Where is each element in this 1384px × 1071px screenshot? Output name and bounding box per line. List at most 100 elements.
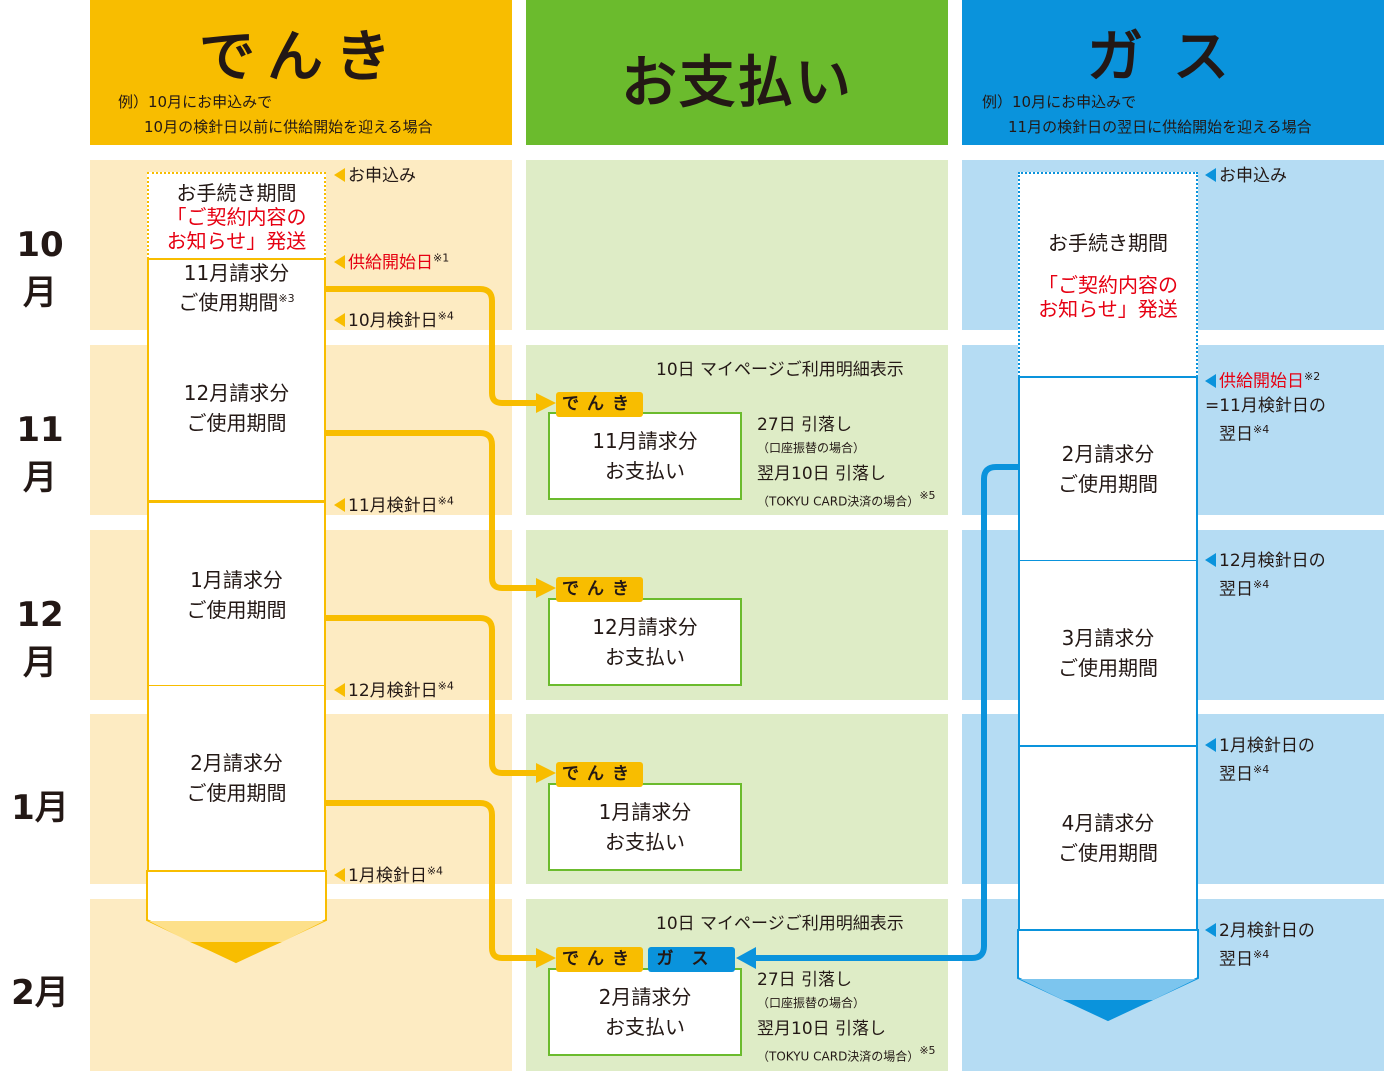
marker-arrow-icon bbox=[1205, 168, 1216, 182]
period-sub: ご使用期間 bbox=[186, 781, 287, 805]
gas-marker: 供給開始日※2 =11月検針日の 翌日※4 bbox=[1205, 365, 1326, 446]
marker-arrow-icon bbox=[334, 255, 345, 269]
debit-info: 27日 引落し （口座振替の場合） 翌月10日 引落し （TOKYU CARD決… bbox=[757, 414, 936, 513]
period-sub: ご使用期間 bbox=[1058, 841, 1158, 865]
notice-text: 「ご契約内容の bbox=[1038, 272, 1178, 297]
period-title: 3月請求分 bbox=[1061, 626, 1155, 650]
period-title: 12月請求分 bbox=[183, 381, 290, 405]
period-sub: ご使用期間 bbox=[1058, 472, 1158, 496]
payment-title: お支払い bbox=[621, 51, 853, 116]
electric-period: 11月請求分ご使用期間※3 bbox=[147, 258, 326, 318]
notice-text: 「ご契約内容の bbox=[166, 204, 307, 229]
debit-sub: （TOKYU CARD決済の場合） bbox=[757, 1049, 920, 1064]
payment-header: お支払い bbox=[526, 0, 948, 145]
marker-arrow-icon bbox=[334, 313, 345, 327]
period-title: 11月請求分 bbox=[183, 260, 290, 285]
connector-line bbox=[326, 615, 540, 776]
gas-marker: 1月検針日の翌日※4 bbox=[1205, 734, 1315, 787]
gas-period: 4月請求分ご使用期間 bbox=[1018, 745, 1198, 931]
payment-box: 12月請求分お支払い bbox=[548, 598, 742, 686]
notice-text: お知らせ」発送 bbox=[166, 228, 307, 253]
month-label: 2月 bbox=[11, 973, 69, 1013]
arrow-head bbox=[536, 578, 556, 598]
marker-arrow-icon bbox=[334, 498, 345, 512]
connector-line bbox=[326, 286, 540, 406]
footnote: ※4 bbox=[437, 309, 454, 323]
notice-text: お知らせ」発送 bbox=[1038, 296, 1178, 321]
footnote: ※4 bbox=[1253, 948, 1270, 961]
footnote: ※4 bbox=[1253, 578, 1270, 591]
connector-line bbox=[752, 464, 1018, 961]
marker-text: 供給開始日 bbox=[348, 253, 433, 273]
chevron-tip bbox=[190, 942, 282, 962]
period-title: 2月請求分 bbox=[1061, 442, 1155, 466]
month-label: 1月 bbox=[11, 788, 69, 828]
debit-text: 翌月10日 引落し bbox=[757, 1019, 887, 1039]
period-sub: ご使用期間※3 bbox=[149, 286, 324, 316]
payment-box: 1月請求分お支払い bbox=[548, 783, 742, 871]
electric-marker: お申込み bbox=[334, 161, 416, 186]
arrow-head bbox=[536, 763, 556, 783]
footnote: ※4 bbox=[437, 679, 454, 693]
debit-sub: （TOKYU CARD決済の場合） bbox=[757, 494, 920, 509]
marker-sub: 翌日 bbox=[1219, 579, 1253, 600]
debit-text: 27日 引落し bbox=[757, 970, 853, 990]
marker-sub: =11月検針日の bbox=[1205, 395, 1326, 416]
marker-text: お申込み bbox=[348, 166, 416, 186]
debit-text: 27日 引落し bbox=[757, 415, 853, 435]
electric-procedure-period: お手続き期間 「ご契約内容の お知らせ」発送 bbox=[147, 172, 326, 259]
gas-period: 2月請求分ご使用期間 bbox=[1018, 376, 1198, 562]
gas-marker: お申込み bbox=[1205, 161, 1287, 186]
electric-marker: 1月検針日※4 bbox=[334, 861, 443, 886]
marker-sub: 翌日 bbox=[1219, 424, 1253, 445]
arrow-head bbox=[536, 948, 556, 968]
month-label: 10月 bbox=[16, 225, 64, 313]
payment-box: 11月請求分お支払い bbox=[548, 412, 742, 500]
procedure-label: お手続き期間 bbox=[176, 180, 297, 205]
marker-text: 1月検針日 bbox=[348, 866, 427, 886]
payment-sub: お支払い bbox=[605, 645, 685, 669]
marker-arrow-icon bbox=[1205, 923, 1216, 937]
electric-period: 2月請求分ご使用期間 bbox=[147, 686, 326, 872]
footnote: ※4 bbox=[426, 864, 444, 878]
marker-arrow-icon bbox=[1205, 738, 1216, 752]
payment-title: 1月請求分 bbox=[598, 800, 692, 824]
electric-marker: 11月検針日※4 bbox=[334, 491, 454, 516]
gas-marker: 12月検針日の翌日※4 bbox=[1205, 549, 1326, 602]
footnote: ※4 bbox=[1253, 763, 1270, 776]
procedure-label: お手続き期間 bbox=[1048, 230, 1168, 255]
debit-info: 27日 引落し （口座振替の場合） 翌月10日 引落し （TOKYU CARD決… bbox=[757, 969, 936, 1068]
gas-title: ガス bbox=[1087, 25, 1259, 90]
marker-arrow-icon bbox=[334, 683, 345, 697]
mypage-notice: 10日 マイページご利用明細表示 bbox=[656, 360, 904, 380]
gas-tag: ガス bbox=[648, 947, 735, 972]
gas-period: 3月請求分ご使用期間 bbox=[1018, 561, 1198, 747]
marker-text: 供給開始日 bbox=[1219, 371, 1304, 392]
electric-tag: でんき bbox=[556, 392, 643, 417]
period-sub: ご使用期間 bbox=[1058, 656, 1158, 680]
connector-line bbox=[326, 430, 540, 591]
period-title: 2月請求分 bbox=[190, 751, 283, 775]
marker-text: お申込み bbox=[1219, 166, 1287, 186]
period-sub: ご使用期間 bbox=[186, 598, 287, 622]
marker-text: 11月検針日 bbox=[348, 496, 438, 516]
marker-text: 1月検針日の bbox=[1219, 736, 1315, 756]
marker-text: 12月検針日の bbox=[1219, 551, 1326, 571]
footnote: ※2 bbox=[1304, 370, 1321, 383]
payment-box: 2月請求分お支払い bbox=[548, 968, 742, 1056]
footnote: ※4 bbox=[1253, 422, 1270, 436]
electric-marker: 供給開始日※1 bbox=[334, 248, 449, 273]
period-sub-text: ご使用期間 bbox=[178, 290, 279, 315]
mypage-notice: 10日 マイページご利用明細表示 bbox=[656, 914, 904, 934]
electric-tag: でんき bbox=[556, 762, 643, 787]
debit-text: 翌月10日 引落し bbox=[757, 464, 887, 484]
arrow-head bbox=[536, 393, 556, 413]
note-line: 例）10月にお申込みで bbox=[118, 93, 273, 111]
payment-sub: お支払い bbox=[605, 459, 685, 483]
marker-arrow-icon bbox=[334, 168, 345, 182]
note-line: 11月の検針日の翌日に供給開始を迎える場合 bbox=[1008, 118, 1312, 136]
